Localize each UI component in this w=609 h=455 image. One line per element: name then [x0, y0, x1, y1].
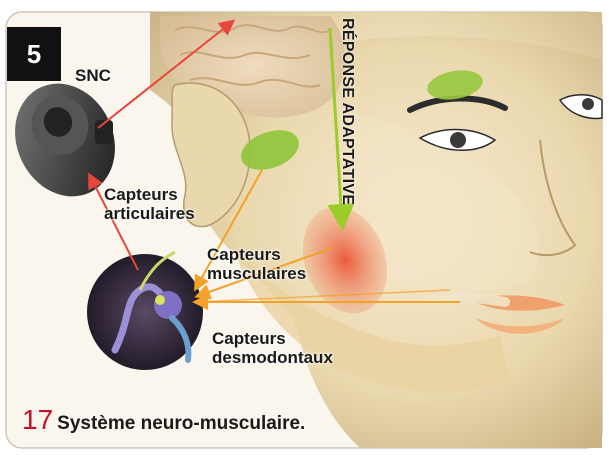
label-capteurs-articulaires: Capteurs articulaires	[104, 185, 195, 223]
label-capteurs-musculaires: Capteurs musculaires	[207, 245, 306, 283]
label-capteurs-desmodontaux-line2: desmodontaux	[212, 348, 333, 367]
caption-text: Système neuro-musculaire.	[57, 413, 305, 434]
label-capteurs-articulaires-line2: articulaires	[104, 204, 195, 223]
label-capteurs-musculaires-line2: musculaires	[207, 264, 306, 283]
label-capteurs-desmodontaux: Capteurs desmodontaux	[212, 329, 333, 367]
label-snc: SNC	[75, 66, 111, 85]
caption-number: 17	[22, 404, 53, 435]
figure-number-badge: 5	[7, 27, 61, 81]
figure-caption: 17Système neuro-musculaire.	[22, 404, 305, 436]
label-capteurs-desmodontaux-line1: Capteurs	[212, 329, 333, 348]
label-reponse-adaptative: RÉPONSE ADAPTATIVE	[338, 18, 356, 205]
label-reponse-adaptative-wrap: RÉPONSE ADAPTATIVE	[330, 18, 364, 248]
label-capteurs-musculaires-line1: Capteurs	[207, 245, 306, 264]
label-capteurs-articulaires-line1: Capteurs	[104, 185, 195, 204]
